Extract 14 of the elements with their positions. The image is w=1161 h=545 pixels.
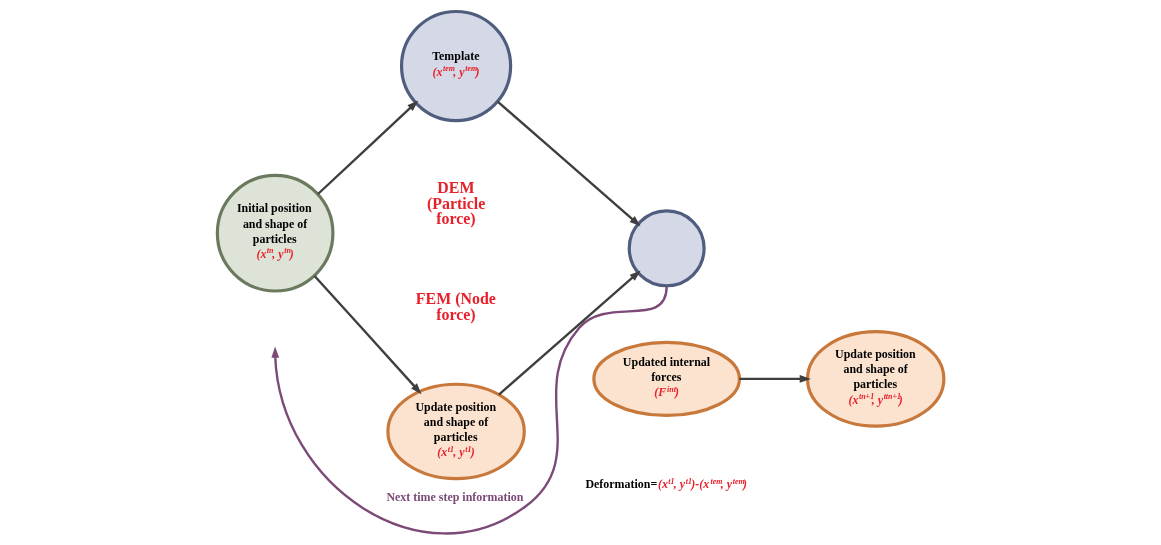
node-ellipse: Update position and shape of particles (x$^{tn+1}$, y$^{ttn+1}$) xyxy=(805,330,946,428)
arrow xyxy=(317,100,419,195)
node-ellipse: Updated internal forces (F$^{int}$) xyxy=(592,340,742,418)
arrow xyxy=(313,275,422,395)
edge-label: Next time step information xyxy=(386,490,524,505)
node-circle: Template (x$^{tem}$, y$^{tem}$) xyxy=(399,9,513,123)
arrow xyxy=(498,270,641,396)
node-circle: Initial position and shape of particles (x$^{tn}$, y$^{tn}$) xyxy=(215,173,335,293)
label: FEM (Node force) xyxy=(415,290,496,323)
label: Deformation=(x$^{t1}$, y$^{t1}$)-(x$^{tem}$, y$^{tem}$) xyxy=(585,476,748,492)
arrow xyxy=(496,100,641,227)
arrow xyxy=(271,286,668,535)
label: DEM (Particle force) xyxy=(427,178,486,228)
arrow xyxy=(739,374,811,383)
